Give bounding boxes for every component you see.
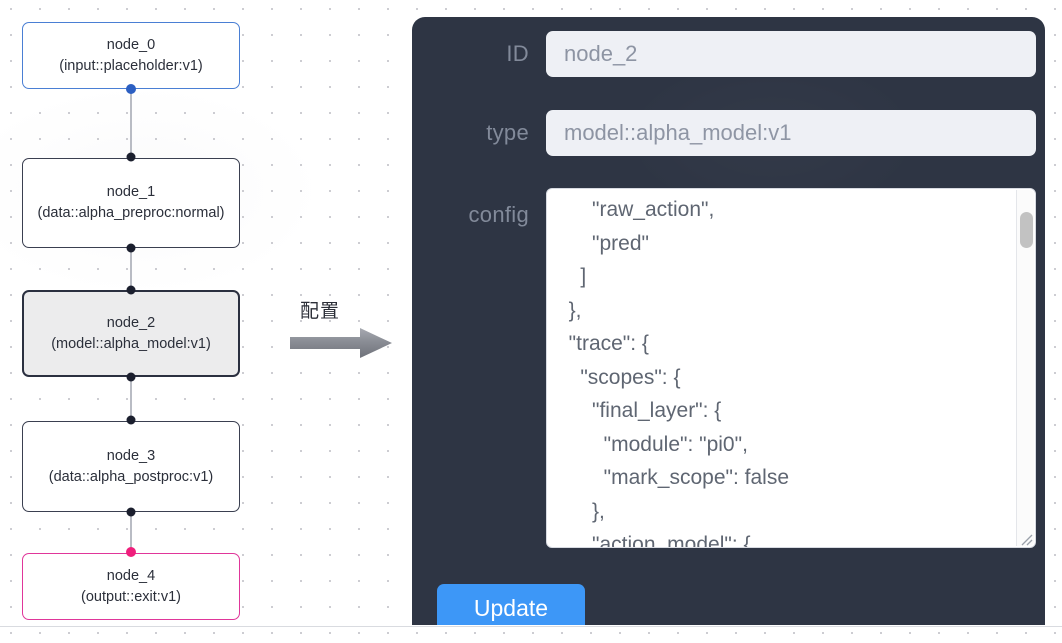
config-label: config: [468, 202, 529, 227]
node-title: node_3: [106, 447, 156, 464]
resize-handle-icon[interactable]: [1017, 530, 1033, 546]
page-bottom-divider: [0, 626, 1062, 627]
node-label: node_4 (output::exit:v1): [81, 566, 181, 608]
graph-node-node_0[interactable]: node_0 (input::placeholder:v1): [22, 22, 240, 89]
node-subtitle: (output::exit:v1): [81, 588, 181, 605]
id-field-row: ID: [424, 31, 1036, 77]
edge-node0-node1: [130, 88, 132, 158]
node-subtitle: (model::alpha_model:v1): [51, 335, 211, 352]
annotation-caption: 配置: [300, 300, 341, 322]
right-arrow-icon: [290, 328, 392, 358]
graph-node-node_1[interactable]: node_1 (data::alpha_preproc:normal): [22, 158, 240, 248]
node-subtitle: (data::alpha_preproc:normal): [37, 205, 225, 221]
graph-node-node_3[interactable]: node_3 (data::alpha_postproc:v1): [22, 421, 240, 512]
id-input[interactable]: [546, 31, 1036, 77]
node-label: node_1 (data::alpha_preproc:normal): [38, 182, 225, 224]
edge-node3-node4: [130, 512, 132, 552]
type-field-row: type: [424, 110, 1036, 156]
config-textarea[interactable]: "raw_action", "pred" ] }, "trace": { "sc…: [546, 188, 1036, 548]
config-scrollbar-track[interactable]: [1016, 190, 1034, 546]
node-subtitle: (input::placeholder:v1): [59, 57, 203, 74]
node_1-target-handle[interactable]: [126, 152, 136, 162]
edge-node1-node2: [130, 248, 132, 290]
node_2-target-handle[interactable]: [126, 285, 136, 295]
type-input[interactable]: [546, 110, 1036, 156]
node-title: node_2: [106, 314, 156, 331]
edge-node2-node3: [130, 376, 132, 420]
config-field-row: config "raw_action", "pred" ] }, "trace"…: [424, 188, 1036, 548]
id-label: ID: [506, 41, 529, 66]
config-scrollbar-thumb[interactable]: [1020, 212, 1033, 248]
graph-node-node_4[interactable]: node_4 (output::exit:v1): [22, 553, 240, 620]
node-config-panel: ID type config "raw_action", "pred" ] },…: [412, 17, 1045, 625]
node-title: node_1: [106, 184, 156, 200]
node-subtitle: (data::alpha_postproc:v1): [48, 468, 214, 485]
node_1-source-handle[interactable]: [126, 243, 136, 253]
annotation-arrow-group: 配置: [288, 296, 398, 358]
graph-node-node_2[interactable]: node_2 (model::alpha_model:v1): [22, 290, 240, 377]
node_3-target-handle[interactable]: [126, 415, 136, 425]
node_2-source-handle[interactable]: [126, 372, 136, 382]
type-label: type: [486, 120, 529, 145]
node-title: node_4: [106, 567, 156, 584]
node_0-source-handle[interactable]: [126, 84, 136, 94]
node-label: node_0 (input::placeholder:v1): [59, 35, 202, 77]
node-label: node_2 (model::alpha_model:v1): [51, 313, 211, 355]
config-textarea-wrapper: "raw_action", "pred" ] }, "trace": { "sc…: [546, 188, 1036, 548]
node_4-target-handle[interactable]: [126, 547, 136, 557]
node-title: node_0: [106, 36, 156, 53]
node_3-source-handle[interactable]: [126, 507, 136, 517]
node-label: node_3 (data::alpha_postproc:v1): [49, 446, 213, 488]
update-button[interactable]: Update: [437, 584, 585, 625]
